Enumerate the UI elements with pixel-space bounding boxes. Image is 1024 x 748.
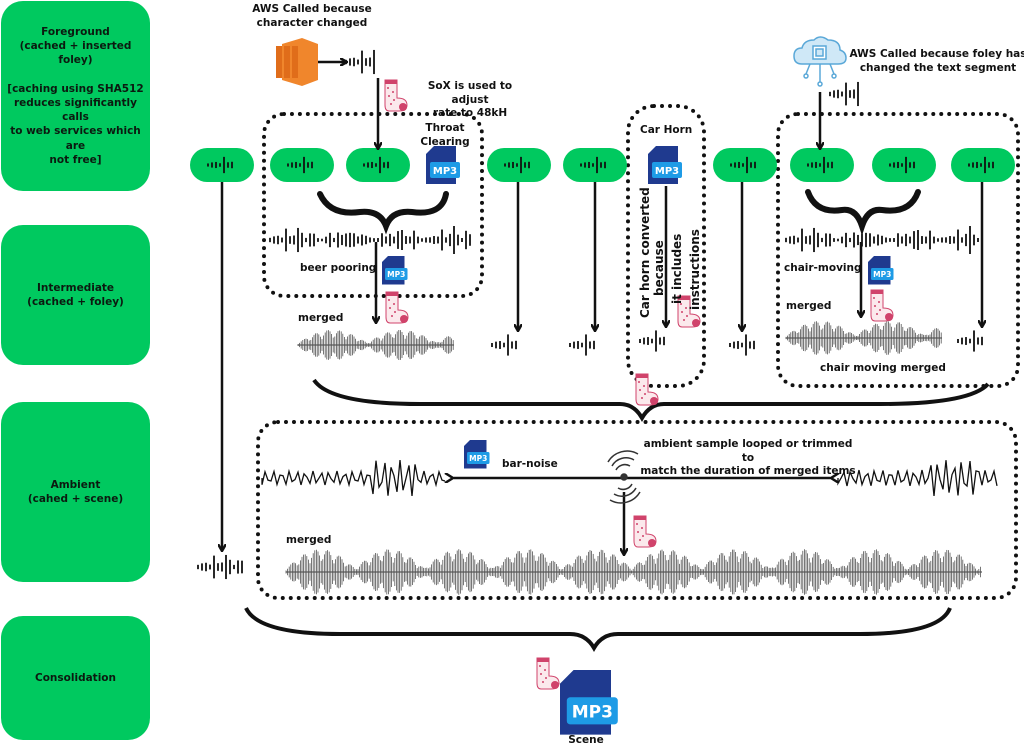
svg-text:MP3: MP3 [873,270,891,279]
sox-icon [536,657,560,690]
chair-merged-waveform [785,321,942,355]
chair-moving-waveform [785,226,983,254]
segment-pill [713,148,777,182]
svg-text:MP3: MP3 [655,166,679,177]
sox-icon [635,373,659,406]
mp3-file-icon: MP3 [868,256,894,285]
merge-brace [805,189,921,236]
ambient-noise-waveform [261,459,998,497]
mp3-file-icon: MP3 [560,670,618,735]
aws-foley-note: AWS Called because foley has changed the… [849,48,1024,74]
car-horn-converted-line4: instructions [688,229,702,310]
chair-moving-group [776,112,1020,388]
broadcast-icon [607,450,641,504]
pill-waveform [580,156,606,174]
lane-foreground: Foreground (cached + inserted foley) [ca… [1,1,150,191]
sox-icon [870,289,894,322]
lane-intermediate: Intermediate (cached + foley) [1,225,150,365]
throat-clearing-label: Throat Clearing [420,122,470,148]
segment-pill [270,148,334,182]
segment-waveform [729,334,755,356]
ambient-group [256,420,1018,600]
pill-waveform [207,156,233,174]
intermediate-to-ambient-brace [312,378,990,423]
segment-waveform [957,330,983,352]
sox-icon [385,291,409,324]
aws-output-waveform [345,49,375,75]
pill-waveform [363,156,389,174]
ambient-merged-waveform [285,549,982,595]
beer-pooring-label: beer pooring [300,262,377,274]
cloud-service-icon [793,36,847,87]
pill-waveform [730,156,756,174]
sox-icon [384,79,408,112]
lane-ambient: Ambient (cahed + scene) [1,402,150,582]
segment-waveform [491,334,517,356]
sox-icon [633,515,657,548]
sox-note: SoX is used to adjust rate to 48kH [427,80,513,120]
car-horn-label: Car Horn [640,124,693,136]
pill-waveform [968,156,994,174]
svg-text:MP3: MP3 [433,166,457,177]
throat-clearing-group [262,112,484,298]
lane-consolidation: Consolidation [1,616,150,740]
segment-pill [872,148,936,182]
pill-waveform [504,156,530,174]
car-horn-group [626,104,706,388]
svg-text:MP3: MP3 [572,703,613,723]
mp3-file-icon: MP3 [382,256,408,285]
merged-label: merged [298,312,344,324]
aws-character-note: AWS Called because character changed [252,3,372,29]
merged-label: merged [286,534,332,546]
pill-waveform [807,156,833,174]
pill-waveform [287,156,313,174]
pill-waveform [889,156,915,174]
segment-pill [951,148,1015,182]
ambient-to-consolidation-brace [244,607,952,653]
car-horn-converted-line1: Car horn converted [638,187,652,318]
merged-label: merged [786,300,832,312]
mp3-file-icon: MP3 [464,440,490,469]
scene-label: Scene [568,734,604,746]
aws-icon [276,38,318,86]
beer-pooring-waveform [269,226,471,254]
car-horn-converted-line3: it includes [670,233,684,304]
segment-pill [190,148,254,182]
svg-text:MP3: MP3 [469,454,487,463]
chair-moving-label: chair-moving [784,262,862,274]
car-horn-converted-line2: because [652,240,666,296]
mp3-file-icon: MP3 [648,146,682,184]
foreground-direct-waveform [197,554,243,580]
bar-noise-label: bar-noise [502,458,558,470]
car-horn-waveform [639,330,665,352]
segment-pill [487,148,551,182]
segment-waveform [569,334,595,356]
sox-icon [677,295,701,328]
throat-merged-waveform [297,330,454,360]
chair-moving-merged-label: chair moving merged [820,362,946,374]
merge-brace [317,191,449,235]
foley-output-waveform [829,81,859,107]
segment-pill [346,148,410,182]
segment-pill [790,148,854,182]
mp3-file-icon: MP3 [426,146,460,184]
ambient-loop-note: ambient sample looped or trimmed to matc… [640,438,856,478]
segment-pill [563,148,627,182]
svg-text:MP3: MP3 [387,270,405,279]
